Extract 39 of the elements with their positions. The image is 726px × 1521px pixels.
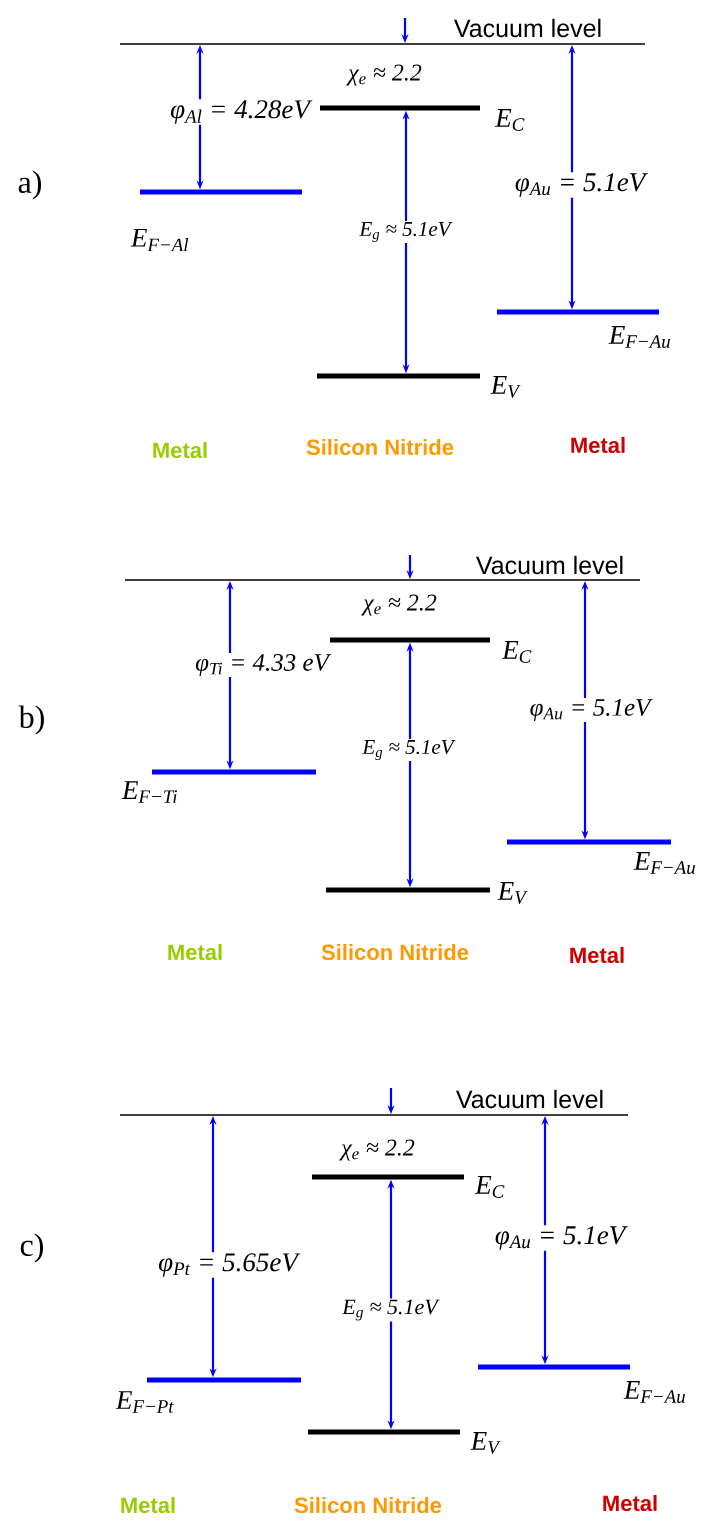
edge-label: φ$_{Au}$ = 5.1eV <box>493 1225 628 1251</box>
panel-letter: b) <box>18 705 44 735</box>
material-label: Metal <box>570 946 624 964</box>
chi-label: χ$_{e}$ ≈ 2.2 <box>361 594 437 616</box>
level-label: E$_{V}$ <box>470 1432 501 1454</box>
material-label: Silicon Nitride <box>294 1496 442 1514</box>
edge-label: φ$_{Au}$ = 5.1eV <box>513 172 648 198</box>
level-label: E$_{F−Au}$ <box>633 852 695 874</box>
level-label: E$_{C}$ <box>501 641 532 663</box>
level-label: Vacuum level <box>456 1089 603 1109</box>
level-label: E$_{F−Au}$ <box>623 1381 685 1403</box>
chi-label: χ$_{e}$ ≈ 2.2 <box>339 1139 415 1161</box>
level-label: E$_{F−Au}$ <box>608 326 670 348</box>
panel-letter: c) <box>20 1233 44 1263</box>
level-label: E$_{V}$ <box>497 882 528 904</box>
level-label: Vacuum level <box>476 555 623 575</box>
chi-label: χ$_{e}$ ≈ 2.2 <box>346 64 422 86</box>
material-label: Metal <box>603 1494 657 1512</box>
level-label: Vacuum level <box>454 18 601 38</box>
material-label: Metal <box>121 1496 175 1514</box>
edge-label: φ$_{Au}$ = 5.1eV <box>528 698 653 722</box>
edge-label: φ$_{Al}$ = 4.28eV <box>169 99 313 125</box>
material-label: Silicon Nitride <box>321 943 469 961</box>
panel-letter: a) <box>18 170 42 200</box>
level-label: E$_{C}$ <box>474 1176 505 1198</box>
material-label: Metal <box>168 943 222 961</box>
level-label: E$_{C}$ <box>494 109 525 131</box>
level-label: E$_{V}$ <box>490 376 521 398</box>
edge-label: φ$_{Pt}$ = 5.65eV <box>157 1252 301 1278</box>
edge-label: φ$_{Ti}$ = 4.33 eV <box>194 653 332 677</box>
level-label: E$_{F−Al}$ <box>130 228 189 252</box>
edge-label: E$_{g}$ ≈ 5.1eV <box>361 738 456 762</box>
level-label: E$_{F−Pt}$ <box>115 1391 174 1413</box>
edge-label: E$_{g}$ ≈ 5.1eV <box>341 1298 440 1322</box>
material-label: Metal <box>571 436 625 454</box>
level-label: E$_{F−Ti}$ <box>121 781 177 803</box>
edge-label: E$_{g}$ ≈ 5.1eV <box>358 220 453 244</box>
material-label: Silicon Nitride <box>306 438 454 456</box>
material-label: Metal <box>153 441 207 459</box>
